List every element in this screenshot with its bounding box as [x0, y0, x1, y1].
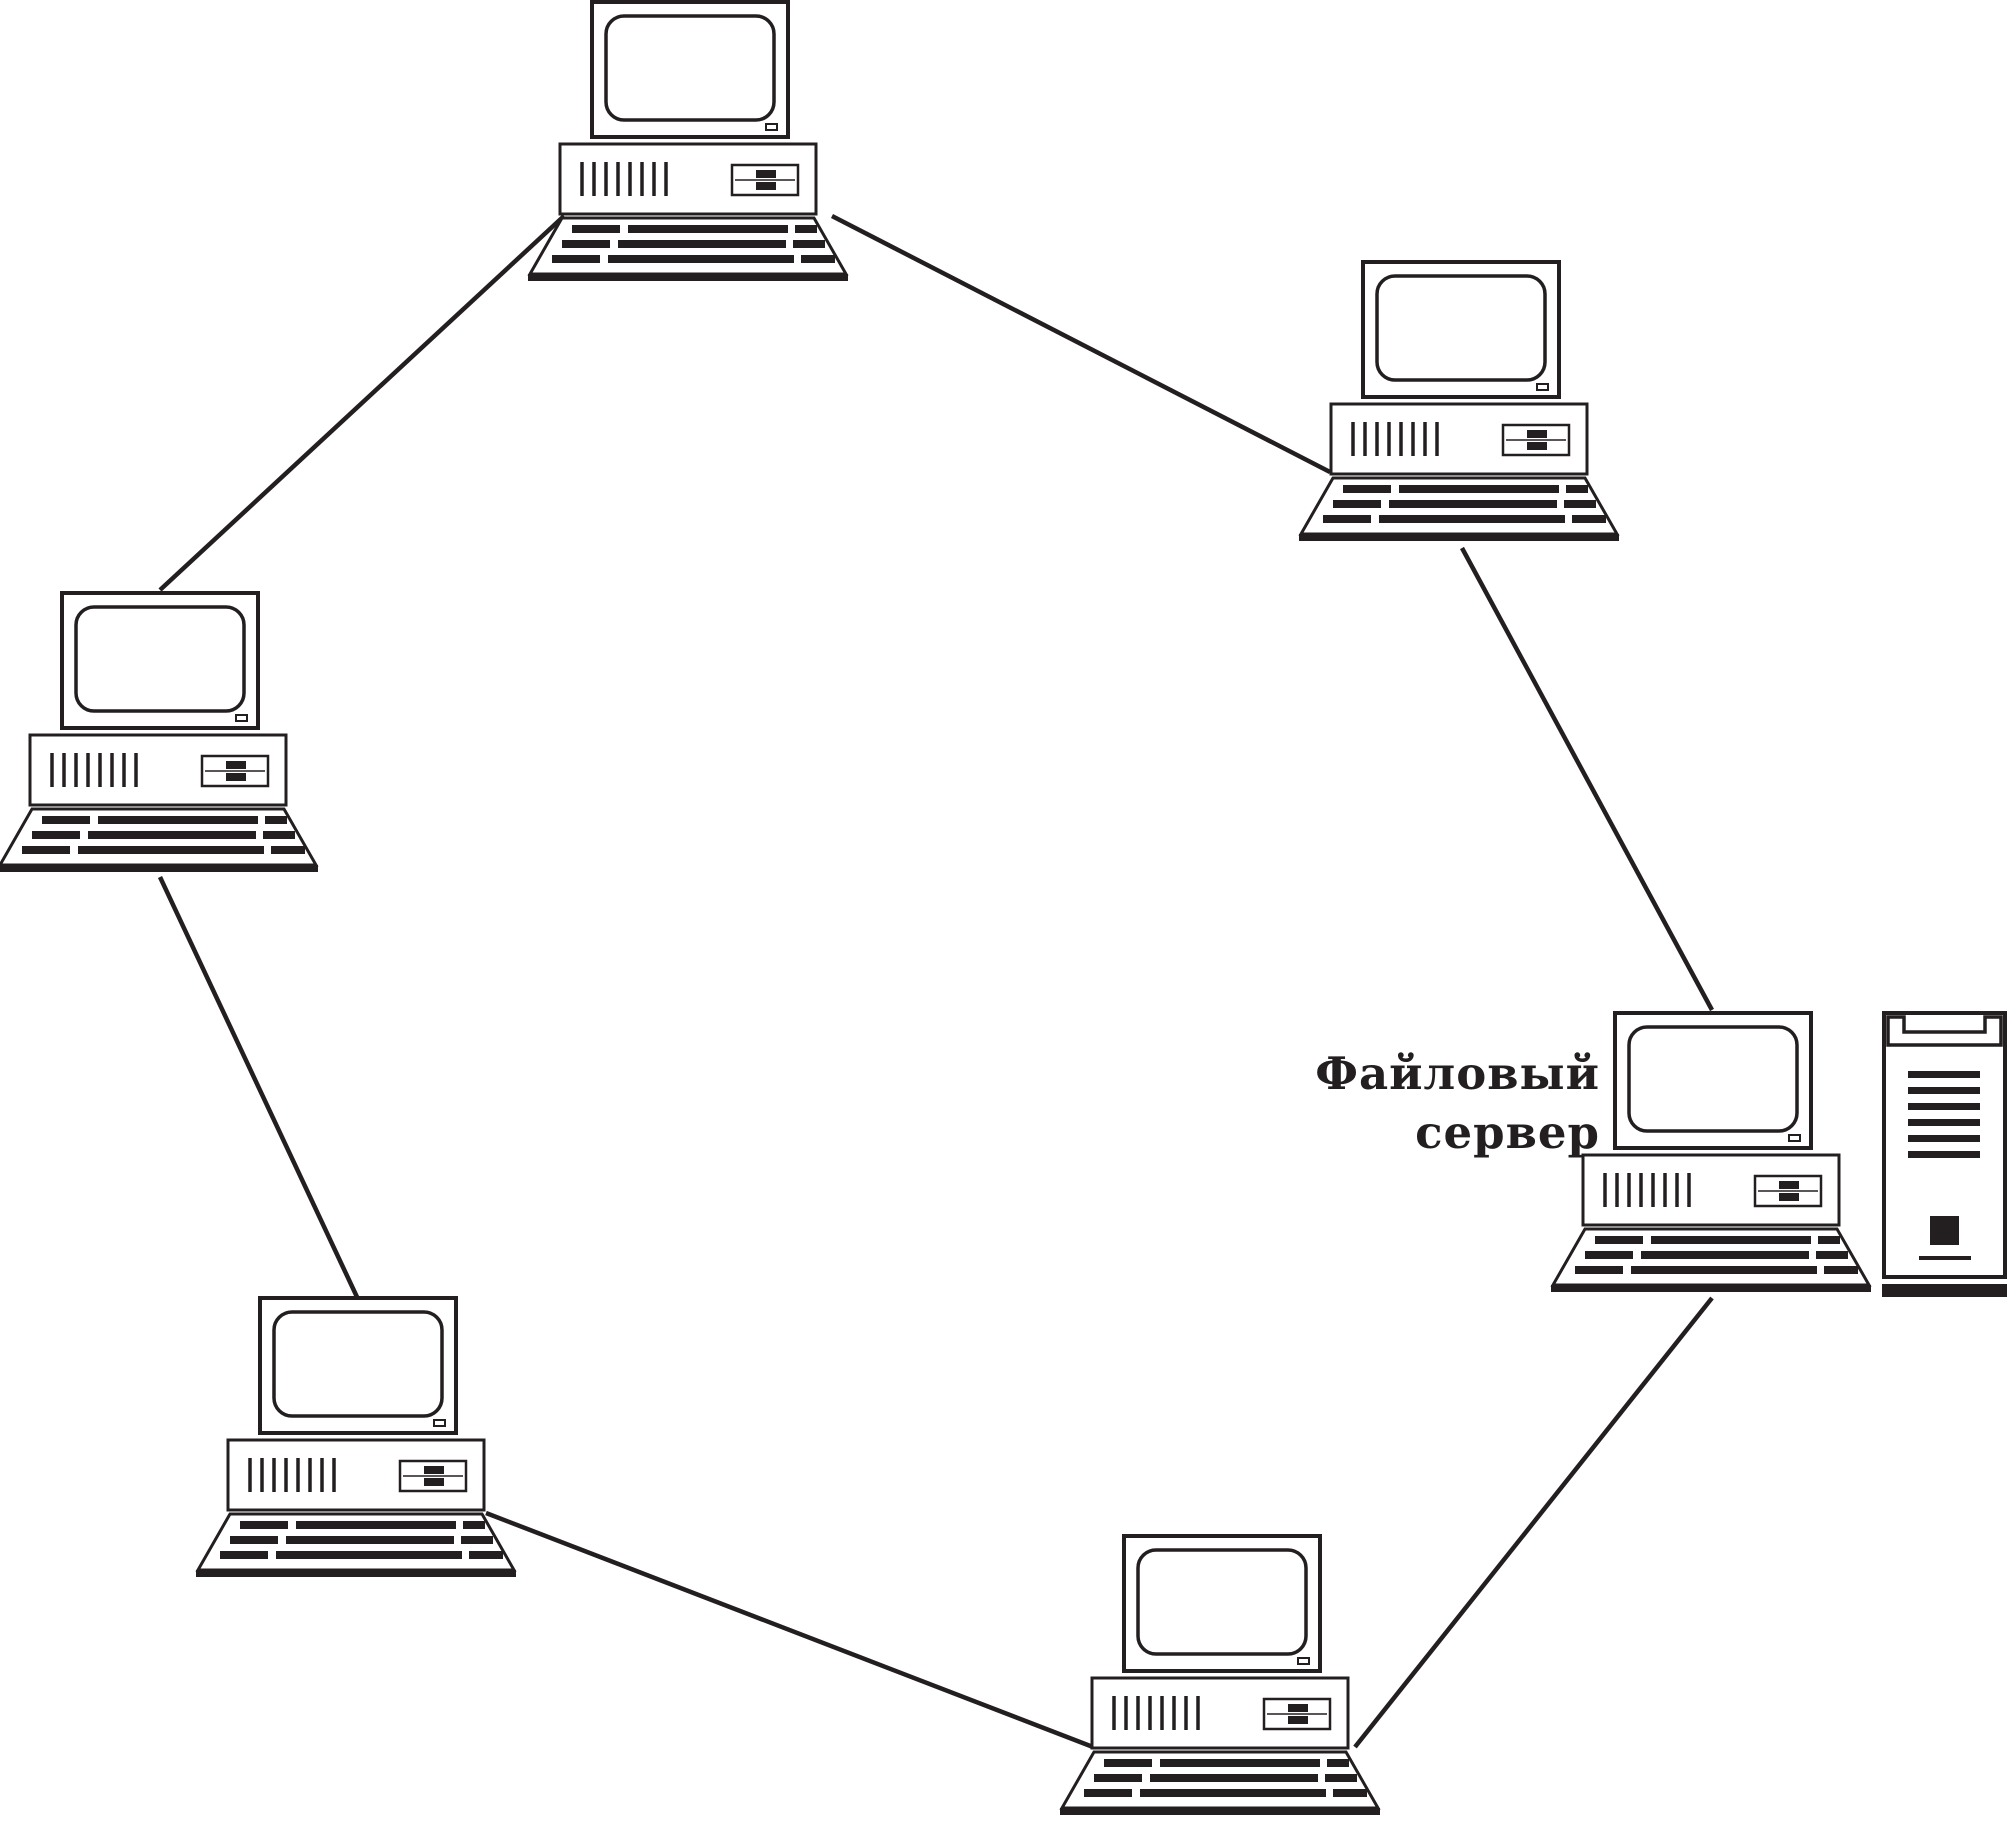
file-server-label-line1: Файловый: [1315, 1047, 1600, 1100]
server-tower-icon: [1882, 1011, 2007, 1297]
link-upper-right-to-server: [1460, 546, 1714, 1012]
link-left-to-top: [158, 214, 566, 592]
link-server-to-bottom: [1353, 1296, 1714, 1749]
file-server-label: Файловый сервер: [1230, 1045, 1600, 1162]
computer-icon-left: [0, 591, 320, 874]
link-top-to-upper-right: [830, 213, 1332, 475]
file-server-label-line2: сервер: [1415, 1105, 1600, 1159]
link-lower-left-to-left: [157, 876, 360, 1298]
computer-icon-bottom: [1058, 1534, 1382, 1817]
computer-icon-upper-right: [1297, 260, 1621, 543]
link-bottom-to-lower-left: [485, 1510, 1094, 1750]
ring-links: [157, 213, 1714, 1750]
computer-icon-lower-left: [194, 1296, 518, 1579]
computer-icon-top: [526, 0, 850, 283]
